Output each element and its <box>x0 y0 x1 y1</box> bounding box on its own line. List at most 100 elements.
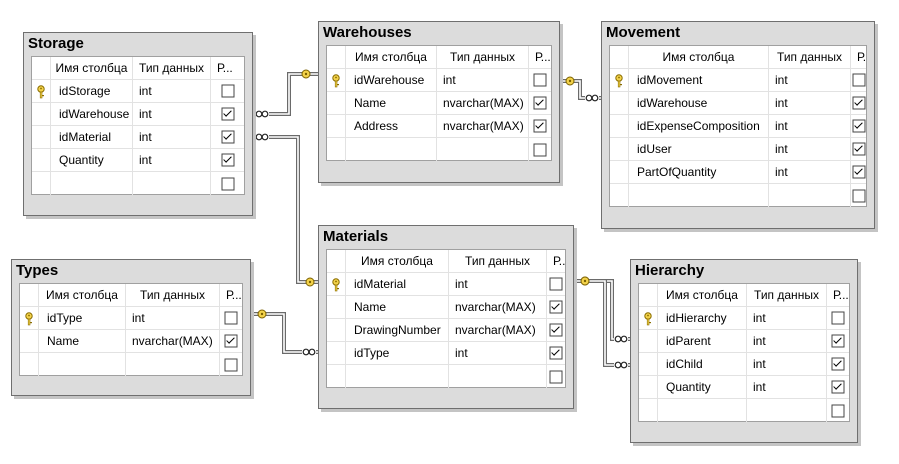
table-title[interactable]: Movement <box>606 24 681 41</box>
column-name-cell[interactable]: idType <box>39 307 126 329</box>
allow-nulls-checkbox[interactable] <box>831 380 845 394</box>
data-type-cell[interactable]: int <box>769 138 851 160</box>
column-name-cell[interactable]: idUser <box>629 138 769 160</box>
allow-nulls-cell[interactable] <box>529 69 551 91</box>
data-type-cell[interactable]: int <box>133 149 211 171</box>
allow-nulls-cell[interactable] <box>529 115 551 137</box>
allow-nulls-checkbox[interactable] <box>852 119 865 133</box>
allow-nulls-cell[interactable] <box>827 376 849 398</box>
column-name-cell[interactable]: idStorage <box>51 80 133 102</box>
allow-nulls-checkbox[interactable] <box>224 334 238 348</box>
relationship-warehouses-storage[interactable] <box>253 69 318 118</box>
column-name-cell[interactable]: idExpenseComposition <box>629 115 769 137</box>
allow-nulls-checkbox[interactable] <box>221 84 234 98</box>
column-name-cell[interactable]: idMaterial <box>51 126 133 148</box>
relationship-types-materials[interactable] <box>251 309 318 356</box>
table-title[interactable]: Types <box>16 262 59 279</box>
allow-nulls-checkbox[interactable] <box>549 323 563 337</box>
allow-nulls-checkbox[interactable] <box>221 107 234 121</box>
allow-nulls-checkbox[interactable] <box>852 142 865 156</box>
data-type-cell[interactable]: int <box>126 307 220 329</box>
column-row[interactable] <box>327 365 565 388</box>
allow-nulls-cell[interactable] <box>851 115 866 137</box>
relationship-warehouses-movement[interactable] <box>560 76 601 102</box>
allow-nulls-checkbox[interactable] <box>549 370 563 383</box>
allow-nulls-checkbox[interactable] <box>224 358 238 371</box>
column-row[interactable] <box>327 138 551 161</box>
data-type-cell[interactable]: nvarchar(MAX) <box>437 115 529 137</box>
allow-nulls-cell[interactable] <box>851 138 866 160</box>
allow-nulls-cell[interactable] <box>220 330 242 352</box>
data-type-cell[interactable]: int <box>769 115 851 137</box>
column-name-cell[interactable]: PartOfQuantity <box>629 161 769 183</box>
column-name-cell[interactable]: Address <box>346 115 437 137</box>
allow-nulls-cell[interactable] <box>211 149 244 171</box>
column-name-cell[interactable]: Name <box>346 296 449 318</box>
allow-nulls-cell[interactable] <box>220 353 242 376</box>
column-row[interactable] <box>20 353 242 376</box>
column-name-cell[interactable]: idChild <box>658 353 747 375</box>
data-type-cell[interactable] <box>437 138 529 161</box>
allow-nulls-cell[interactable] <box>827 307 849 329</box>
column-name-cell[interactable]: idWarehouse <box>346 69 437 91</box>
column-name-cell[interactable]: idType <box>346 342 449 364</box>
data-type-cell[interactable]: int <box>747 376 827 398</box>
allow-nulls-checkbox[interactable] <box>549 300 563 314</box>
allow-nulls-checkbox[interactable] <box>221 130 234 144</box>
data-type-cell[interactable]: int <box>133 80 211 102</box>
column-name-cell[interactable] <box>658 399 747 422</box>
data-type-cell[interactable]: nvarchar(MAX) <box>437 92 529 114</box>
allow-nulls-cell[interactable] <box>547 296 565 318</box>
column-name-cell[interactable]: Quantity <box>658 376 747 398</box>
column-name-cell[interactable]: idWarehouse <box>51 103 133 125</box>
allow-nulls-cell[interactable] <box>547 273 565 295</box>
allow-nulls-checkbox[interactable] <box>549 346 563 360</box>
allow-nulls-checkbox[interactable] <box>533 73 547 87</box>
data-type-cell[interactable]: int <box>437 69 529 91</box>
column-name-cell[interactable] <box>346 138 437 161</box>
allow-nulls-checkbox[interactable] <box>533 96 547 110</box>
data-type-cell[interactable]: nvarchar(MAX) <box>449 319 547 341</box>
allow-nulls-cell[interactable] <box>851 92 866 114</box>
allow-nulls-checkbox[interactable] <box>224 311 238 325</box>
column-name-cell[interactable] <box>346 365 449 388</box>
column-row[interactable] <box>639 399 849 422</box>
relationship-materials-storage[interactable] <box>253 133 318 287</box>
allow-nulls-cell[interactable] <box>211 126 244 148</box>
allow-nulls-cell[interactable] <box>827 353 849 375</box>
data-type-cell[interactable]: nvarchar(MAX) <box>126 330 220 352</box>
allow-nulls-checkbox[interactable] <box>852 165 865 179</box>
relationship-materials-hierarchy-parent[interactable] <box>574 276 630 343</box>
column-name-cell[interactable]: Name <box>346 92 437 114</box>
table-title[interactable]: Storage <box>28 35 84 52</box>
allow-nulls-cell[interactable] <box>547 342 565 364</box>
allow-nulls-cell[interactable] <box>827 330 849 352</box>
allow-nulls-checkbox[interactable] <box>852 96 865 110</box>
column-name-cell[interactable] <box>51 172 133 195</box>
allow-nulls-cell[interactable] <box>547 319 565 341</box>
column-name-cell[interactable]: idMovement <box>629 69 769 91</box>
allow-nulls-checkbox[interactable] <box>831 404 845 417</box>
data-type-cell[interactable]: nvarchar(MAX) <box>449 296 547 318</box>
allow-nulls-cell[interactable] <box>211 172 244 195</box>
